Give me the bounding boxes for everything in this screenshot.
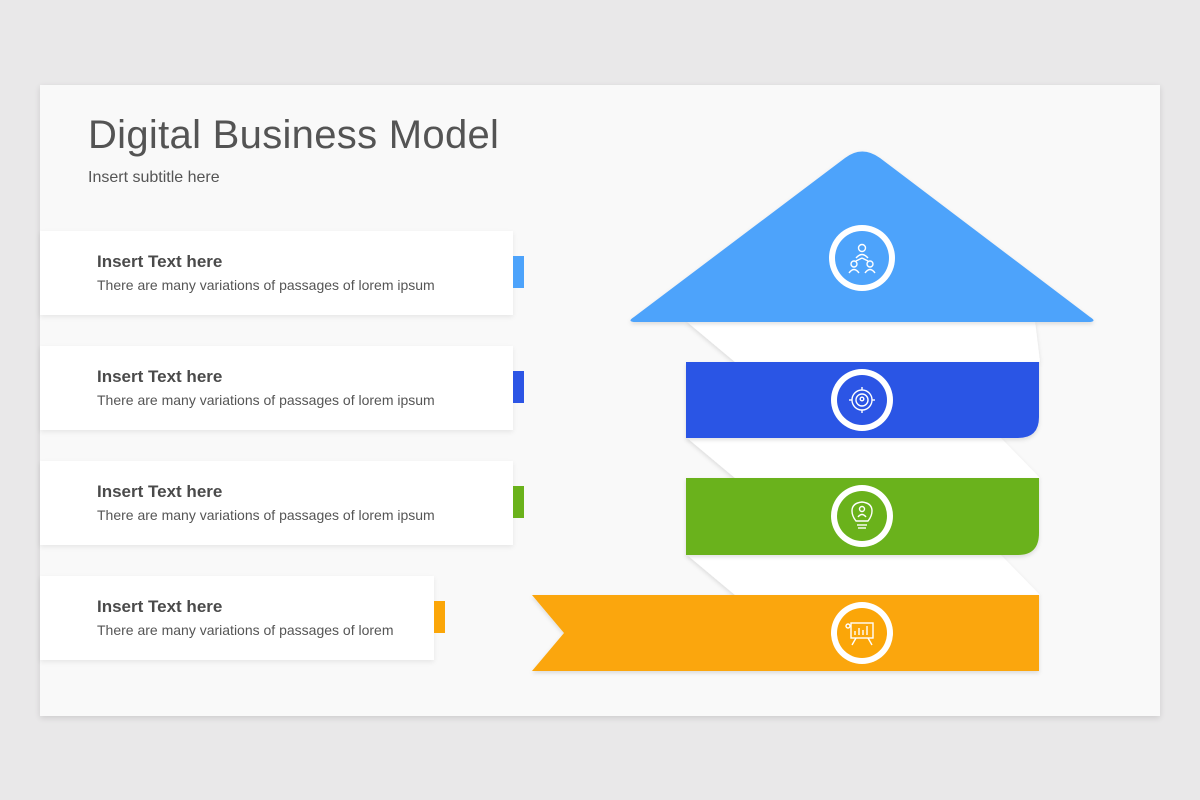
card-heading: Insert Text here bbox=[97, 482, 223, 501]
presentation-board-icon bbox=[831, 602, 893, 664]
card-body: There are many variations of passages of… bbox=[97, 277, 435, 293]
slide: Digital Business Model Insert subtitle h… bbox=[40, 85, 1160, 716]
text-card-2: Insert Text here There are many variatio… bbox=[40, 346, 513, 430]
text-card-3: Insert Text here There are many variatio… bbox=[40, 461, 513, 545]
card-tab-3 bbox=[513, 486, 524, 518]
text-card-4: Insert Text here There are many variatio… bbox=[40, 576, 434, 660]
card-tab-2 bbox=[513, 371, 524, 403]
house-diagram bbox=[532, 151, 1094, 671]
text-card-1: Insert Text here There are many variatio… bbox=[40, 231, 513, 315]
lightbulb-person-icon bbox=[831, 485, 893, 547]
card-tab-4 bbox=[434, 601, 445, 633]
slide-title: Digital Business Model bbox=[88, 113, 500, 157]
card-heading: Insert Text here bbox=[97, 367, 223, 386]
target-person-icon bbox=[831, 369, 893, 431]
slide-subtitle: Insert subtitle here bbox=[88, 169, 220, 186]
bar-orange-ribbon bbox=[532, 595, 1039, 671]
card-body: There are many variations of passages of… bbox=[97, 392, 435, 408]
connector-fold-1 bbox=[686, 321, 1040, 362]
people-network-icon bbox=[829, 225, 895, 291]
card-heading: Insert Text here bbox=[97, 252, 223, 271]
card-body: There are many variations of passages of… bbox=[97, 507, 435, 523]
card-body: There are many variations of passages of… bbox=[97, 622, 394, 638]
connector-fold-2 bbox=[686, 437, 1040, 478]
connector-fold-3 bbox=[686, 554, 1040, 595]
card-tab-1 bbox=[513, 256, 524, 288]
card-heading: Insert Text here bbox=[97, 597, 223, 616]
